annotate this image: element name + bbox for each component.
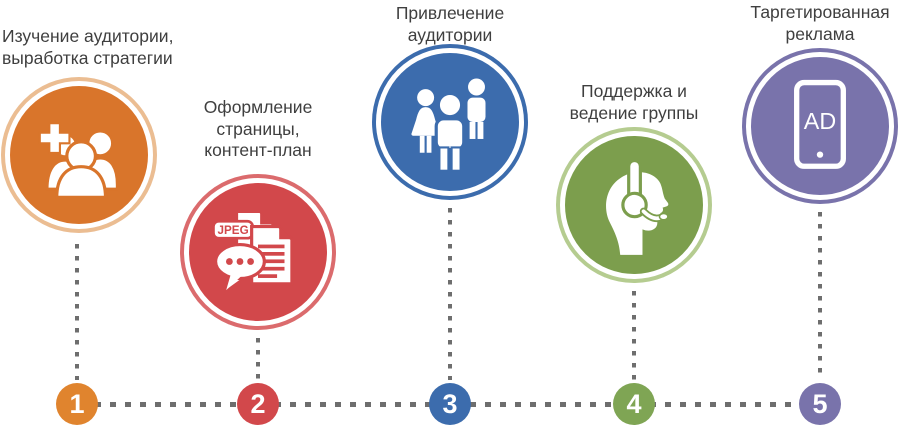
step-1-label-line-1: Изучение аудитории,	[2, 26, 174, 46]
step-3-label-line-1: Привлечение	[395, 3, 505, 23]
step-5-number-badge: 5	[799, 383, 841, 425]
step-1-label: Изучение аудитории, выработка стратегии	[2, 26, 212, 69]
step-5-circle: AD	[746, 52, 894, 200]
step-4-label-line-1: Поддержка и	[581, 81, 687, 101]
step-4-label: Поддержка и ведение группы	[540, 81, 728, 124]
step-3-label: Привлечение аудитории	[360, 3, 540, 46]
step-3-label-line-2: аудитории	[407, 24, 493, 45]
step-5-label-line-1: Таргетированная	[750, 2, 890, 22]
step-5-label-line-2: реклама	[785, 23, 855, 44]
ad-label: AD	[804, 108, 836, 134]
step-3-number-badge: 3	[429, 383, 471, 425]
step-4-number: 4	[626, 389, 642, 419]
add-audience-group-icon	[38, 122, 119, 199]
step-1-number-badge: 1	[56, 383, 98, 425]
step-1-label-line-2: выработка стратегии	[2, 47, 173, 68]
content-documents-icon: JPEG	[212, 210, 294, 295]
audience-people-icon	[411, 78, 486, 172]
step-1-number: 1	[69, 389, 85, 419]
step-2-label: Оформление страницы, контент-план	[168, 97, 348, 162]
step-4-label-line-2: ведение группы	[569, 102, 699, 123]
step-1-circle	[5, 81, 153, 229]
step-3-connector	[448, 208, 452, 380]
jpeg-label: JPEG	[218, 224, 249, 237]
step-2-circle: JPEG	[184, 178, 332, 326]
step-3-number: 3	[442, 389, 458, 419]
step-2-connector	[256, 338, 260, 380]
step-1-connector	[75, 244, 79, 380]
step-2-label-line-3: контент-план	[204, 140, 312, 160]
mobile-ad-icon: AD	[794, 79, 846, 169]
step-5-connector	[818, 212, 822, 380]
step-3-circle	[376, 48, 524, 196]
step-2-number-badge: 2	[237, 383, 279, 425]
step-4-circle	[560, 131, 708, 279]
step-2-label-line-2: страницы,	[216, 118, 300, 139]
step-5-number: 5	[812, 389, 828, 419]
support-headset-icon	[606, 158, 669, 255]
step-4-number-badge: 4	[613, 383, 655, 425]
step-4-connector	[632, 291, 636, 380]
step-5-label: Таргетированная реклама	[722, 2, 900, 45]
step-2-label-line-1: Оформление	[203, 97, 313, 117]
step-2-number: 2	[250, 389, 266, 419]
